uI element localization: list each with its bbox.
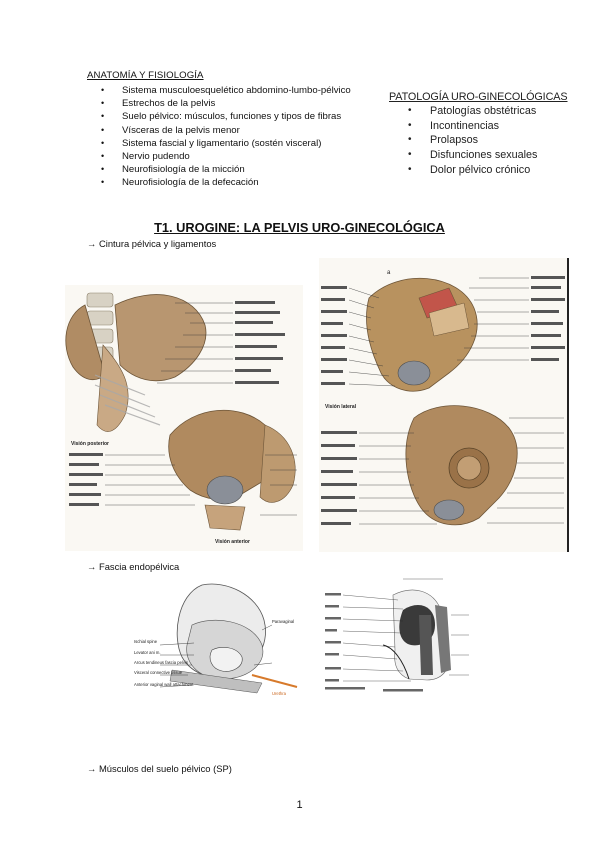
endopelvic-fascia-illustration: Ischial spine Levator ani m. Arcus tendi… (132, 575, 300, 700)
anatomy-title: ANATOMÍA Y FISIOLOGÍA (87, 70, 204, 81)
section-heading-muscles: → Músculos del suelo pélvico (SP) (87, 763, 232, 774)
arcus-tendineus-label: Arcus tendineus fascia pelvis (134, 660, 188, 665)
section-heading-fascia: → Fascia endopélvica (87, 561, 180, 572)
list-item: Vísceras de la pelvis menor (98, 124, 351, 137)
pathology-list: Patologías obstétricas Incontinencias Pr… (404, 104, 537, 178)
list-item: Prolapsos (404, 133, 537, 148)
list-item: Patologías obstétricas (404, 104, 537, 119)
pelvis-lateral-illustration: a (319, 258, 569, 552)
pelvic-girdle-illustration: Visión posterior Visión anterior (65, 285, 303, 551)
pathology-title: PATOLOGÍA URO-GINECOLÓGICAS (389, 91, 568, 103)
list-item: Dolor pélvico crónico (404, 163, 537, 178)
anterior-vaginal-wall-label: Anterior vaginal wall attachment (134, 682, 194, 687)
pelvic-sagittal-illustration (323, 575, 471, 698)
anterior-view-label: Visión anterior (215, 539, 250, 545)
paravaginal-label: Paravaginal (272, 619, 294, 624)
page-number: 1 (296, 799, 303, 811)
list-item: Incontinencias (404, 119, 537, 134)
anatomy-list: Sistema musculoesquelético abdomino-lumb… (98, 84, 351, 190)
list-item: Disfunciones sexuales (404, 148, 537, 163)
list-item: Estrechos de la pelvis (98, 97, 351, 110)
figure-letter-label: a (387, 270, 391, 276)
list-item: Nervio pudendo (98, 150, 351, 163)
list-item: Sistema musculoesquelético abdomino-lumb… (98, 84, 351, 97)
list-item: Suelo pélvico: músculos, funciones y tip… (98, 110, 351, 123)
visceral-connective-label: Visceral connective tissue (134, 670, 183, 675)
lateral-view-label: Visión lateral (325, 404, 357, 410)
page-title: T1. UROGINE: LA PELVIS URO-GINECOLÓGICA (154, 220, 445, 235)
list-item: Neurofisiología de la micción (98, 163, 351, 176)
urethra-label: Urethra (272, 691, 287, 696)
posterior-view-label: Visión posterior (71, 441, 109, 447)
levator-ani-label: Levator ani m. (134, 650, 161, 655)
section-heading-girdle: → Cintura pélvica y ligamentos (87, 238, 217, 249)
ischial-spine-label: Ischial spine (134, 639, 158, 644)
list-item: Sistema fascial y ligamentario (sostén v… (98, 137, 351, 150)
list-item: Neurofisiología de la defecación (98, 176, 351, 189)
